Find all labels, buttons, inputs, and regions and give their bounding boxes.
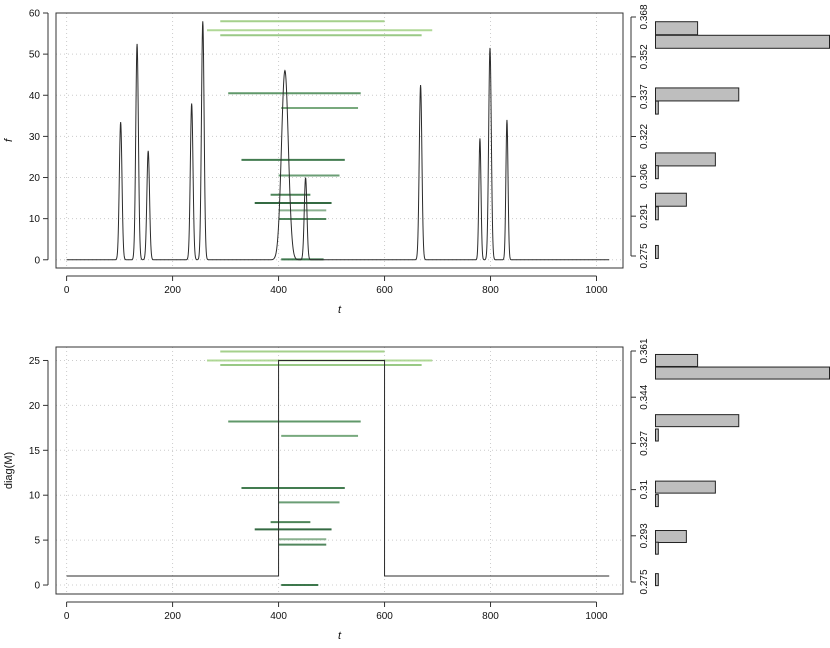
gridlines xyxy=(56,347,623,594)
plot-frame xyxy=(55,346,624,595)
x-tick-label: 600 xyxy=(376,611,393,622)
y-tick-label: 10 xyxy=(29,491,41,502)
hist-bar xyxy=(655,366,830,380)
x-tick-label: 1000 xyxy=(585,285,608,296)
y-axis: 0 5 10 15 20 25 xyxy=(29,356,49,592)
hist-bar xyxy=(655,21,699,36)
x-tick-label: 800 xyxy=(482,285,499,296)
hist-bar xyxy=(655,244,659,259)
hist-bar xyxy=(655,165,659,180)
signal-line xyxy=(66,359,610,577)
x-axis: 0 200 400 600 800 1000 xyxy=(64,275,608,296)
hist-bar xyxy=(655,34,830,49)
y-tick-label: 30 xyxy=(29,132,41,143)
right-tick-label: 0.306 xyxy=(639,163,650,188)
right-tick-label: 0.293 xyxy=(639,523,650,548)
hist-bar xyxy=(655,152,716,167)
right-tick-label: 0.327 xyxy=(639,430,650,455)
y-tick-label: 60 xyxy=(29,9,41,20)
chart-panel-bottom: 0 200 400 600 800 1000 t 0 5 10 15 20 25 diag(M) 0.275… xyxy=(3,338,830,642)
hist-bar xyxy=(655,87,740,102)
y-tick-label: 20 xyxy=(29,173,41,184)
y-tick-label: 5 xyxy=(34,536,40,547)
signal-line xyxy=(66,21,610,261)
hist-bar xyxy=(655,428,659,442)
hist-bar xyxy=(655,541,659,555)
y-tick-label: 25 xyxy=(29,356,41,367)
right-tick-label: 0.352 xyxy=(639,44,650,69)
segments xyxy=(207,350,433,587)
hist-bar xyxy=(655,414,740,428)
hist-bar xyxy=(655,206,659,221)
hist-bar xyxy=(655,192,687,207)
x-tick-label: 400 xyxy=(270,611,287,622)
histogram xyxy=(655,21,830,259)
right-tick-label: 0.344 xyxy=(639,384,650,409)
hist-bar xyxy=(655,494,659,508)
x-tick-label: 0 xyxy=(64,611,70,622)
hist-bar xyxy=(655,480,716,494)
x-tick-label: 200 xyxy=(164,285,181,296)
y-tick-label: 0 xyxy=(34,581,40,592)
right-axis: 0.275 0.291 0.306 0.322 0.337 0.352 0.368 xyxy=(630,4,650,269)
y-tick-label: 20 xyxy=(29,401,41,412)
right-tick-label: 0.337 xyxy=(639,84,650,109)
x-axis: 0 200 400 600 800 1000 xyxy=(64,601,608,622)
y-axis-label: diag(M) xyxy=(3,452,15,489)
plot-frame xyxy=(55,12,624,269)
x-tick-label: 400 xyxy=(270,285,287,296)
y-tick-label: 0 xyxy=(34,255,40,266)
gridlines xyxy=(56,12,623,268)
histogram xyxy=(655,353,830,587)
hist-bar xyxy=(655,100,659,115)
y-tick-label: 40 xyxy=(29,91,41,102)
y-axis-label: f xyxy=(3,138,15,142)
x-tick-label: 0 xyxy=(64,285,70,296)
hist-bar xyxy=(655,353,699,367)
y-tick-label: 10 xyxy=(29,214,41,225)
right-tick-label: 0.275 xyxy=(639,569,650,594)
right-tick-label: 0.368 xyxy=(639,4,650,29)
x-tick-label: 200 xyxy=(164,611,181,622)
x-axis-label: t xyxy=(338,630,342,642)
y-tick-label: 15 xyxy=(29,446,41,457)
y-axis: 0 10 20 30 40 50 60 xyxy=(29,9,49,266)
right-axis: 0.275 0.293 0.31 0.327 0.344 0.361 xyxy=(630,338,650,595)
right-tick-label: 0.275 xyxy=(639,243,650,268)
hist-bar xyxy=(655,530,687,544)
right-tick-label: 0.31 xyxy=(639,479,650,499)
right-tick-label: 0.361 xyxy=(639,338,650,363)
x-tick-label: 600 xyxy=(376,285,393,296)
x-axis-label: t xyxy=(338,304,342,316)
right-tick-label: 0.291 xyxy=(639,203,650,228)
y-tick-label: 50 xyxy=(29,50,41,61)
right-tick-label: 0.322 xyxy=(639,124,650,149)
x-tick-label: 800 xyxy=(482,611,499,622)
x-tick-label: 1000 xyxy=(585,611,608,622)
hist-bar xyxy=(655,573,659,587)
segments xyxy=(207,20,433,261)
